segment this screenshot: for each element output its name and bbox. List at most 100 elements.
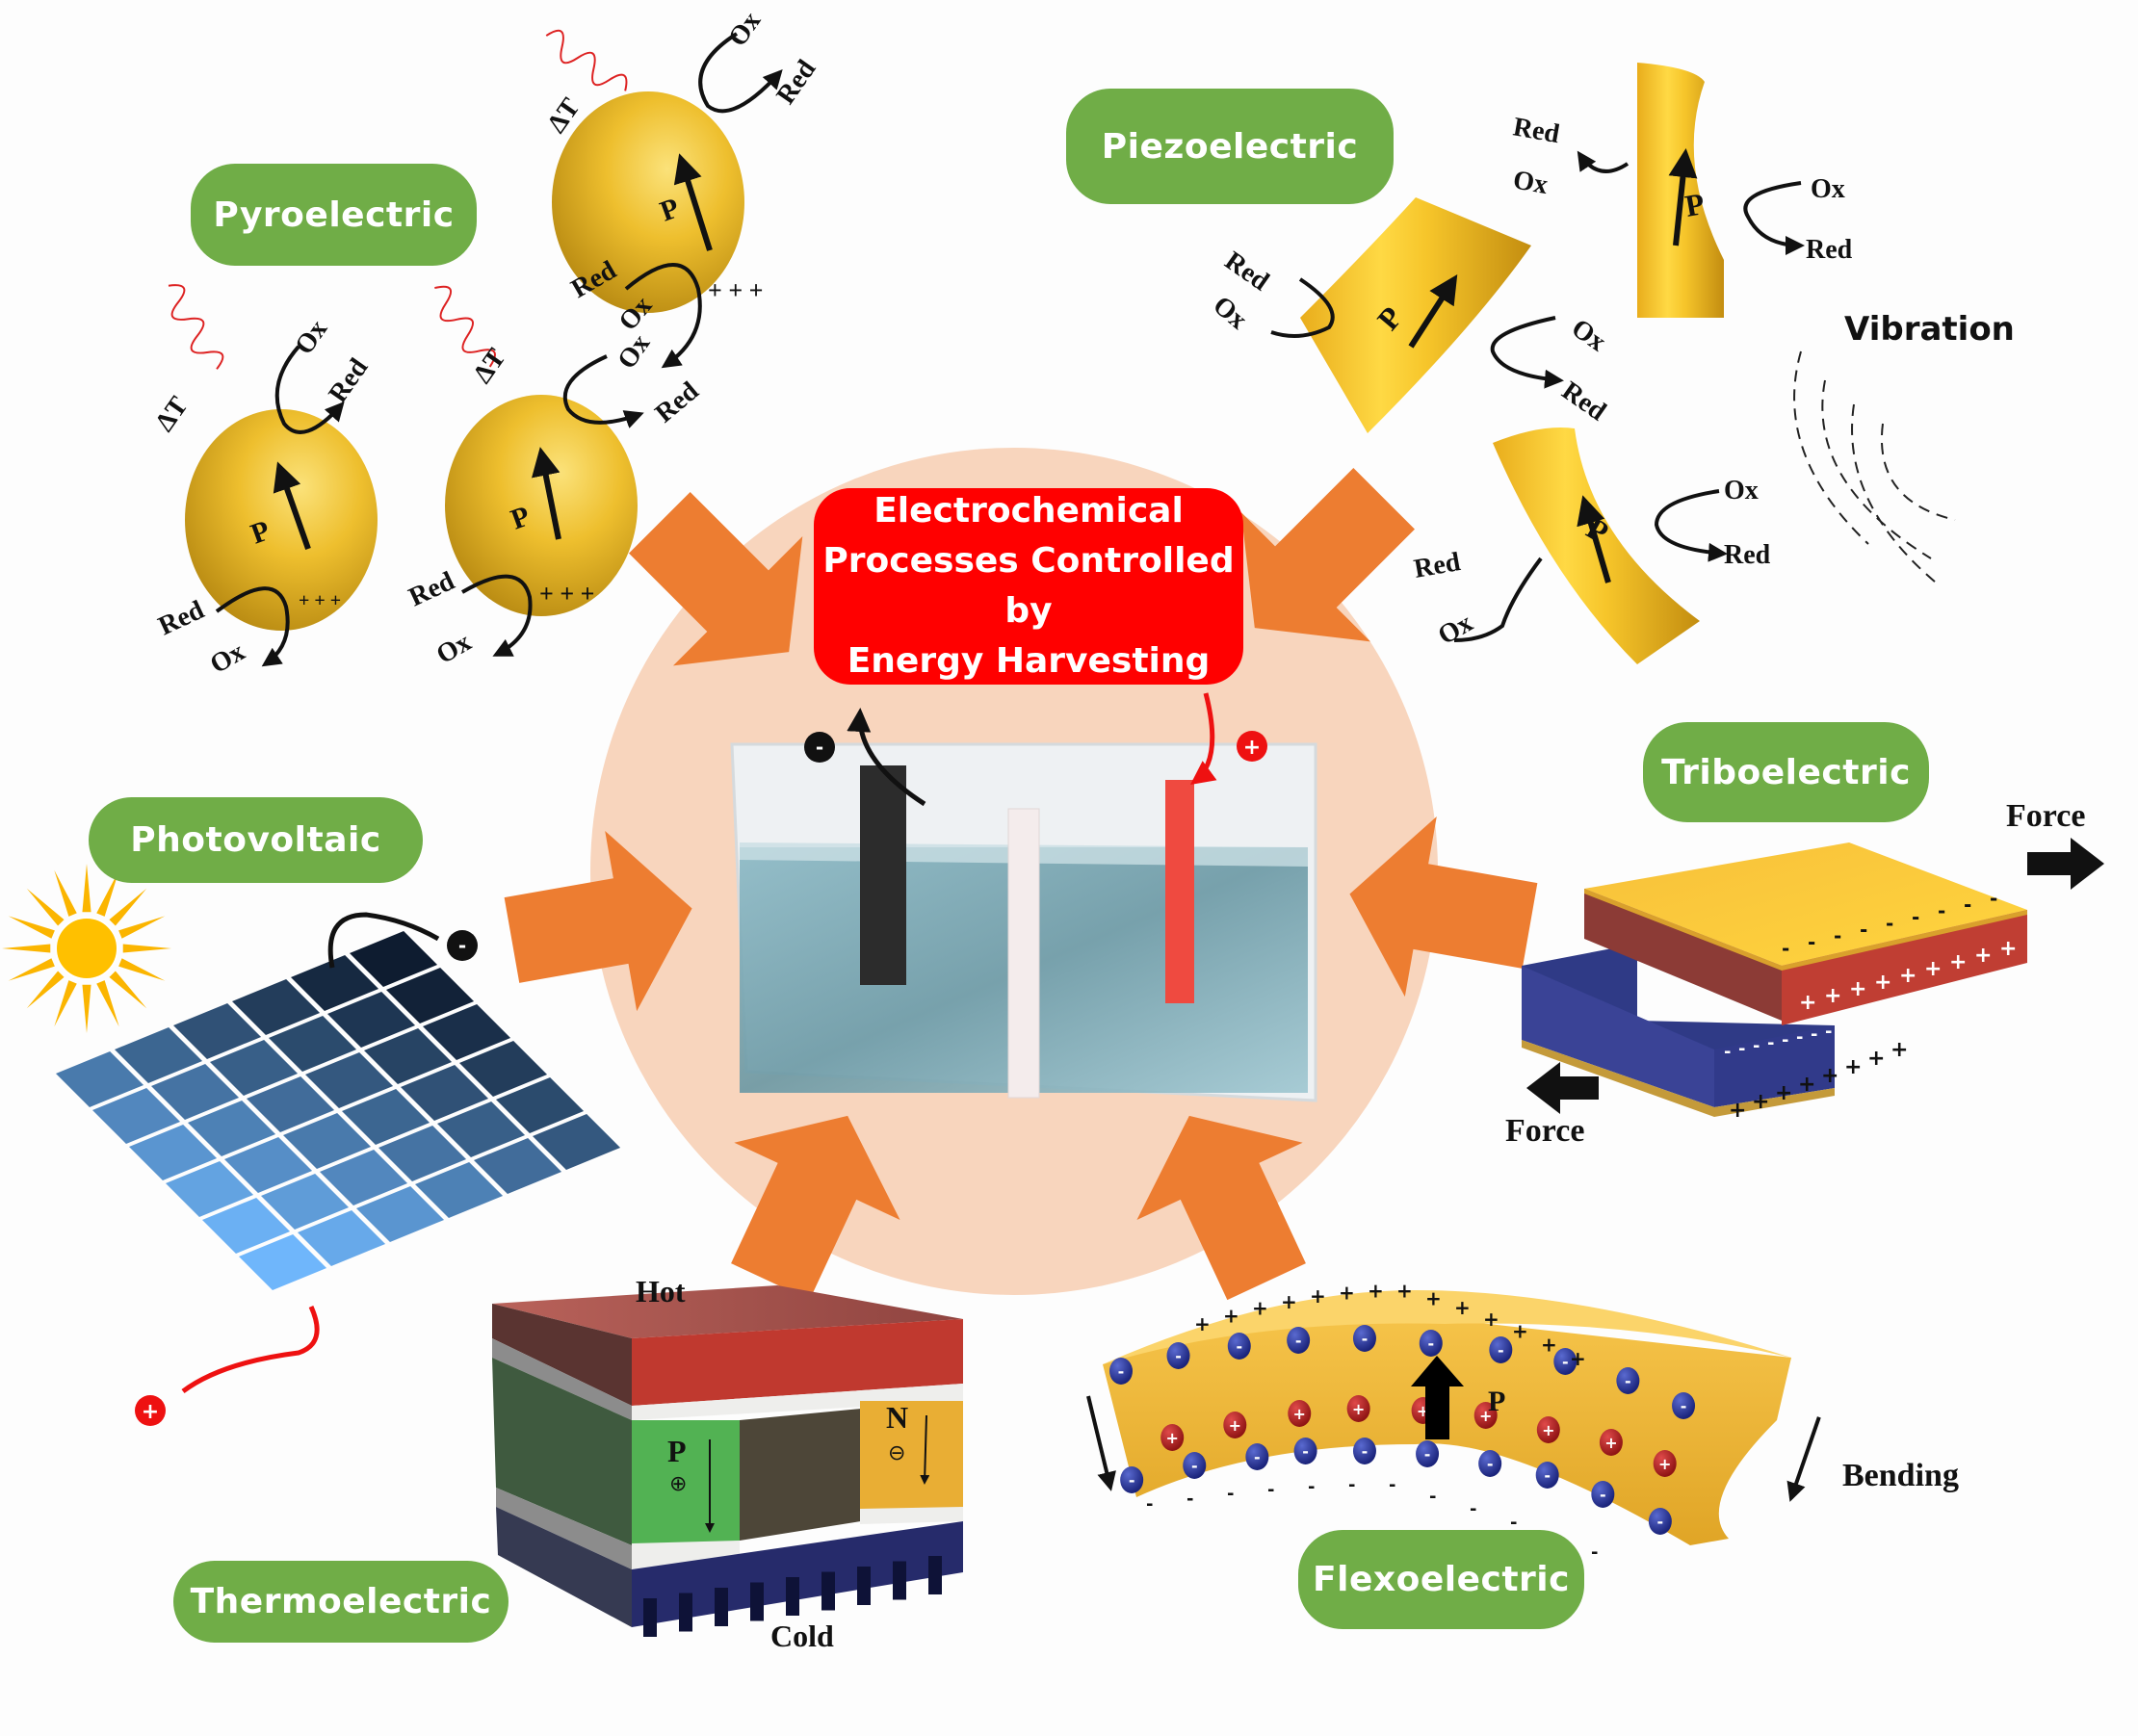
heatsink-fin (928, 1556, 942, 1594)
tribo-negative-charge: - (1834, 924, 1841, 947)
tribo-negative-charge: - (1860, 919, 1867, 942)
tribo-negative-charge: - (1808, 931, 1815, 954)
tribo-bottom-positive-charge: + (1729, 1099, 1746, 1123)
flexo-surface-positive: + (1223, 1305, 1239, 1328)
solar-cell (269, 1016, 357, 1072)
solar-cell (291, 955, 379, 1011)
arrow-from-flexoelectric (1136, 1115, 1306, 1301)
svg-text:-: - (1118, 1362, 1125, 1381)
label-thermoelectric: Thermoelectric (173, 1561, 508, 1643)
flexo-surface-positive: + (1396, 1279, 1413, 1302)
solar-cell (232, 979, 321, 1035)
solar-cell (298, 1210, 386, 1266)
tribo-negative-charge: - (1912, 906, 1919, 929)
sun-ray (96, 869, 119, 917)
sun-ray (2, 944, 51, 953)
heatsink-fin (821, 1571, 835, 1611)
solar-cell (474, 1138, 562, 1194)
solar-cell (210, 1040, 299, 1096)
pv-negative-terminal-icon (447, 930, 478, 961)
svg-text:-: - (1362, 1442, 1369, 1461)
anode-electrode (1165, 780, 1194, 1003)
flexo-surface-negative: - (1470, 1499, 1476, 1519)
sun-ray (8, 916, 55, 939)
svg-text:-: - (1544, 1466, 1551, 1485)
solar-cell (239, 1234, 327, 1290)
anion-ball (1672, 1392, 1696, 1419)
thermoelectric-illustration: Hot Cold P ⊕ N ⊖ (492, 1274, 963, 1653)
tribo-bottom-positive-charge: + (1775, 1081, 1792, 1105)
flexo-surface-positive: + (1339, 1281, 1355, 1304)
tribo-negative-charge: - (1782, 937, 1789, 960)
cathode-electrode (860, 765, 906, 985)
sun-ray (82, 864, 91, 913)
pyro-sphere-2: ΔT P Ox Red Red Ox + + + (149, 284, 378, 680)
positive-terminal-icon (1237, 731, 1267, 762)
svg-text:ΔT: ΔT (467, 343, 511, 389)
label-pyroelectric: Pyroelectric (191, 164, 477, 266)
sun-ray (8, 958, 55, 981)
solar-cell (327, 992, 416, 1048)
cation-ball (1288, 1400, 1312, 1427)
svg-text:-: - (458, 934, 466, 957)
svg-text:Ox: Ox (1724, 476, 1759, 505)
tribo-positive-charge: + (1824, 984, 1841, 1008)
svg-text:Ox: Ox (1811, 174, 1845, 204)
anion-ball (1419, 1330, 1443, 1357)
piezo-rod-3: P Red Ox Ox Red (1412, 428, 1771, 664)
heatsink-fin (893, 1561, 906, 1600)
anion-ball (1535, 1462, 1559, 1489)
anion-ball (1293, 1438, 1317, 1464)
svg-text:Ox: Ox (1433, 608, 1477, 651)
svg-text:Ox: Ox (612, 329, 656, 375)
solar-cell (224, 1137, 313, 1193)
vibration-label: Vibration (1844, 310, 2015, 349)
piezo-rod-2: P Red Ox Ox Red (1511, 63, 1853, 318)
flexo-polarization-arrow-icon (1411, 1356, 1464, 1439)
solar-cell (533, 1114, 621, 1170)
sun-ray (122, 944, 171, 953)
arrow-from-pyroelectric (629, 492, 803, 666)
svg-text:-: - (1487, 1455, 1494, 1473)
solar-cell (320, 1150, 408, 1205)
solar-cell (378, 1126, 467, 1181)
tribo-bottom-negative-charge: - (1738, 1039, 1745, 1059)
solar-cell (188, 1101, 276, 1156)
svg-text:P: P (667, 1434, 687, 1468)
sun-ray (96, 980, 119, 1027)
svg-text:Red: Red (404, 566, 459, 613)
svg-text:Red: Red (1219, 246, 1275, 297)
label-triboelectric: Triboelectric (1643, 722, 1929, 822)
svg-text:-: - (1236, 1337, 1242, 1356)
center-title-box: Electrochemical Processes Controlled by … (814, 488, 1243, 685)
flexo-surface-negative: - (1510, 1513, 1517, 1533)
tribo-positive-charge: + (1799, 991, 1816, 1015)
svg-text:-: - (1625, 1372, 1631, 1390)
cation-ball (1653, 1450, 1677, 1477)
anion-ball (1352, 1325, 1376, 1352)
cation-ball (1536, 1416, 1560, 1443)
tribo-bottom-negative-charge: - (1724, 1042, 1731, 1062)
flexo-surface-positive: + (1512, 1320, 1528, 1343)
svg-text:-: - (1302, 1442, 1309, 1461)
anion-ball (1489, 1336, 1513, 1363)
cation-ball (1160, 1424, 1185, 1451)
svg-text:-: - (1562, 1353, 1569, 1371)
svg-text:Cold: Cold (770, 1619, 834, 1653)
solar-cell (386, 968, 475, 1023)
flexo-surface-negative: - (1227, 1484, 1234, 1504)
sun-ray (109, 971, 147, 1009)
svg-text:Ox: Ox (1566, 313, 1611, 357)
label-flexoelectric: Flexoelectric (1298, 1530, 1584, 1629)
tribo-negative-charge: - (1938, 899, 1945, 922)
anion-ball (1553, 1348, 1577, 1375)
solar-cell (401, 1065, 489, 1121)
solar-cell (496, 1077, 585, 1133)
svg-text:Ox: Ox (289, 315, 333, 360)
svg-text:Hot: Hot (636, 1274, 686, 1308)
pv-positive-terminal-icon (135, 1395, 166, 1426)
anion-ball (1109, 1358, 1133, 1385)
solar-cell (423, 1004, 511, 1060)
sun-ray (118, 916, 166, 939)
cation-ball (1346, 1395, 1370, 1422)
